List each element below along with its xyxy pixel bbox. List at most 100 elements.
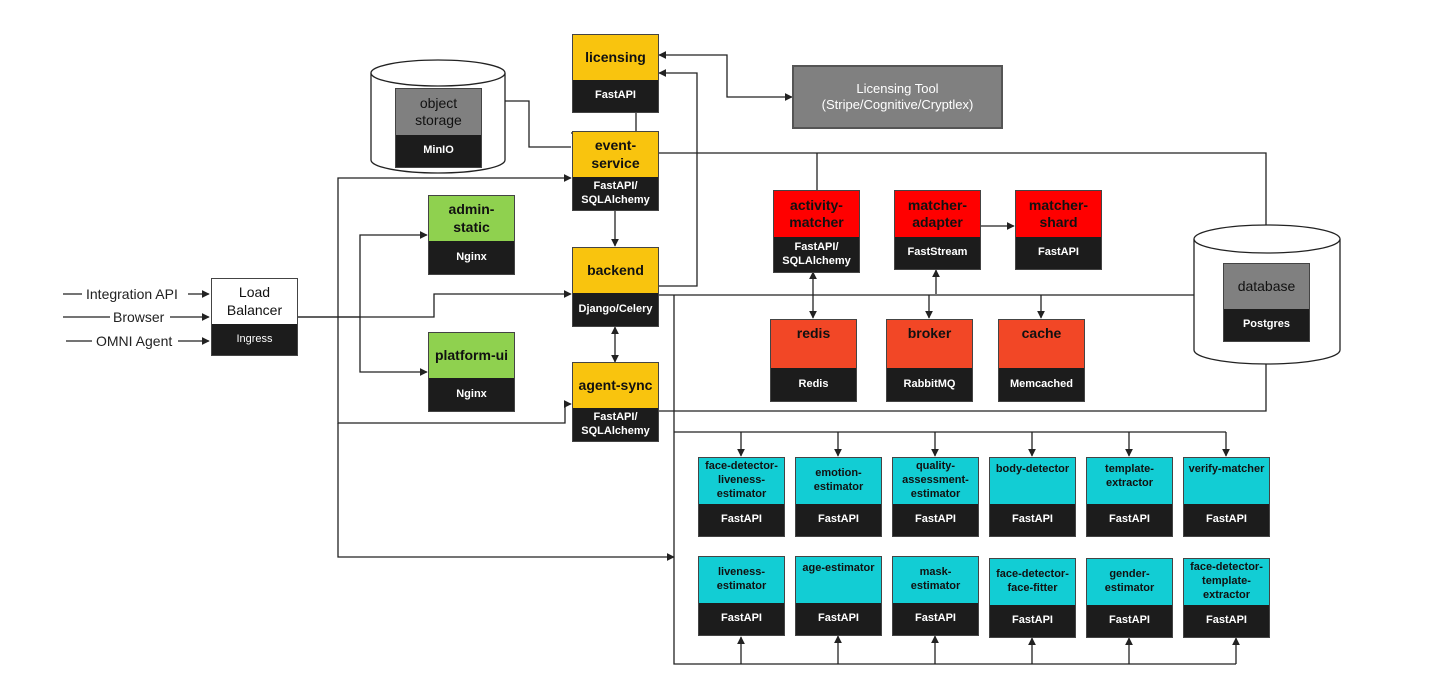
estimator-tech: FastAPI [990, 504, 1075, 536]
matcher-adapter-title: matcher-adapter [895, 191, 980, 237]
wire-lb-admin [359, 231, 428, 317]
database-tech: Postgres [1224, 309, 1309, 341]
estimator-title: face-detector-liveness-estimator [699, 458, 784, 504]
estimator-title: quality-assessment-estimator [893, 458, 978, 504]
estimator-node[interactable]: gender-estimator FastAPI [1086, 558, 1173, 638]
estimator-node[interactable]: body-detector FastAPI [989, 457, 1076, 537]
platform-ui-title: platform-ui [429, 333, 514, 378]
estimator-node[interactable]: emotion-estimator FastAPI [795, 457, 882, 537]
estimator-node[interactable]: face-detector-template-extractor FastAPI [1183, 558, 1270, 638]
estimator-title: body-detector [990, 458, 1075, 504]
activity-matcher-title: activity-matcher [774, 191, 859, 237]
wire-adapter-broker [929, 270, 936, 318]
wire-event-storage [482, 97, 571, 148]
redis-tech: Redis [771, 368, 856, 401]
estimator-node[interactable]: face-detector-liveness-estimator FastAPI [698, 457, 785, 537]
admin-static-tech: Nginx [429, 241, 514, 274]
wire-licensing-tool [658, 51, 793, 101]
estimator-title: mask-estimator [893, 557, 978, 603]
redis-node[interactable]: redis Redis [770, 319, 857, 402]
estimator-tech: FastAPI [699, 504, 784, 536]
estimator-node[interactable]: quality-assessment-estimator FastAPI [892, 457, 979, 537]
matcher-shard-node[interactable]: matcher-shard FastAPI [1015, 190, 1102, 270]
estimator-tech: FastAPI [796, 504, 881, 536]
cache-node[interactable]: cache Memcached [998, 319, 1085, 402]
database-title: database [1224, 264, 1309, 309]
estimator-tech: FastAPI [1184, 504, 1269, 536]
estimator-node[interactable]: template-extractor FastAPI [1086, 457, 1173, 537]
matcher-shard-tech: FastAPI [1016, 237, 1101, 269]
estimator-tech: FastAPI [1087, 504, 1172, 536]
estimator-node[interactable]: liveness-estimator FastAPI [698, 556, 785, 636]
platform-ui-tech: Nginx [429, 378, 514, 411]
backend-tech: Django/Celery [573, 293, 658, 326]
database-node[interactable]: database Postgres [1223, 263, 1310, 342]
licensing-title: licensing [573, 35, 658, 80]
activity-matcher-node[interactable]: activity-matcher FastAPI/ SQLAlchemy [773, 190, 860, 273]
licensing-tool-providers: (Stripe/Cognitive/Cryptlex) [821, 97, 974, 112]
estimator-title: face-detector-template-extractor [1184, 559, 1269, 605]
estimator-title: age-estimator [796, 557, 881, 603]
broker-tech: RabbitMQ [887, 368, 972, 401]
matcher-adapter-node[interactable]: matcher-adapter FastStream [894, 190, 981, 270]
wire-lb-platform [359, 317, 428, 376]
estimator-tech: FastAPI [893, 603, 978, 635]
backend-node[interactable]: backend Django/Celery [572, 247, 659, 327]
estimator-tech: FastAPI [699, 603, 784, 635]
wire-lb-estimators [337, 423, 675, 561]
estimator-title: emotion-estimator [796, 458, 881, 504]
broker-title: broker [887, 320, 972, 368]
estimator-tech: FastAPI [990, 605, 1075, 637]
estimator-tech: FastAPI [1087, 605, 1172, 637]
estimator-node[interactable]: age-estimator FastAPI [795, 556, 882, 636]
activity-matcher-tech: FastAPI/ SQLAlchemy [774, 237, 859, 272]
event-service-node[interactable]: event-service FastAPI/ SQLAlchemy [572, 131, 659, 211]
matcher-shard-title: matcher-shard [1016, 191, 1101, 237]
estimator-title: verify-matcher [1184, 458, 1269, 504]
redis-title: redis [771, 320, 856, 368]
licensing-tool-node[interactable]: Licensing Tool (Stripe/Cognitive/Cryptle… [792, 65, 1003, 129]
wire-backend-estimators [673, 295, 1236, 665]
estimator-title: liveness-estimator [699, 557, 784, 603]
event-service-title: event-service [573, 132, 658, 177]
object-storage-tech: MinIO [396, 135, 481, 167]
object-storage-title: object storage [396, 89, 481, 135]
load-balancer-node[interactable]: Load Balancer Ingress [211, 278, 298, 356]
load-balancer-tech: Ingress [212, 324, 297, 355]
cache-title: cache [999, 320, 1084, 368]
backend-title: backend [573, 248, 658, 293]
licensing-tool-name: Licensing Tool [856, 81, 939, 97]
load-balancer-title: Load Balancer [212, 279, 297, 324]
event-service-tech: FastAPI/ SQLAlchemy [573, 177, 658, 210]
object-storage-node[interactable]: object storage MinIO [395, 88, 482, 168]
matcher-adapter-tech: FastStream [895, 237, 980, 269]
agent-sync-tech: FastAPI/ SQLAlchemy [573, 408, 658, 441]
wire-lb-backend [298, 290, 572, 318]
estimator-tech: FastAPI [796, 603, 881, 635]
estimator-title: gender-estimator [1087, 559, 1172, 605]
estimator-title: face-detector-face-fitter [990, 559, 1075, 605]
entry-browser: Browser [113, 309, 165, 325]
estimator-tech: FastAPI [1184, 605, 1269, 637]
wire-lb-agent [337, 317, 572, 424]
wire-lb-event [337, 174, 572, 317]
broker-node[interactable]: broker RabbitMQ [886, 319, 973, 402]
estimator-title: template-extractor [1087, 458, 1172, 504]
wire-backend-licensing [658, 69, 698, 287]
wire-agent-db [659, 341, 1270, 412]
entry-integration-api: Integration API [86, 286, 178, 302]
entry-omni-agent: OMNI Agent [96, 333, 173, 349]
admin-static-title: admin-static [429, 196, 514, 241]
estimator-tech: FastAPI [893, 504, 978, 536]
licensing-node[interactable]: licensing FastAPI [572, 34, 659, 113]
licensing-tech: FastAPI [573, 80, 658, 112]
estimator-node[interactable]: verify-matcher FastAPI [1183, 457, 1270, 537]
admin-static-node[interactable]: admin-static Nginx [428, 195, 515, 275]
agent-sync-node[interactable]: agent-sync FastAPI/ SQLAlchemy [572, 362, 659, 442]
estimator-node[interactable]: mask-estimator FastAPI [892, 556, 979, 636]
platform-ui-node[interactable]: platform-ui Nginx [428, 332, 515, 412]
agent-sync-title: agent-sync [573, 363, 658, 408]
estimator-node[interactable]: face-detector-face-fitter FastAPI [989, 558, 1076, 638]
cache-tech: Memcached [999, 368, 1084, 401]
